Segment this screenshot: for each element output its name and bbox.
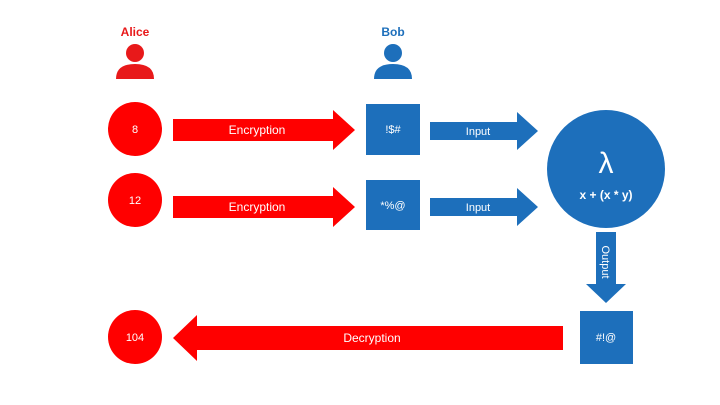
cipher-box-2 bbox=[366, 180, 420, 230]
bob-person-icon bbox=[374, 44, 412, 79]
decryption-label: Decryption bbox=[343, 331, 400, 345]
output-arrow bbox=[586, 232, 626, 303]
cipher-text-2: *%@ bbox=[380, 200, 405, 212]
alice-label: Alice bbox=[121, 25, 150, 39]
cipher-box-1 bbox=[366, 104, 420, 155]
input-label-1: Input bbox=[466, 126, 490, 138]
plain-value-circle-1 bbox=[108, 102, 162, 156]
decryption-arrow bbox=[173, 315, 563, 361]
function-circle bbox=[547, 110, 665, 228]
lambda-symbol: λ bbox=[599, 147, 614, 180]
plain-value-2: 12 bbox=[129, 195, 141, 207]
output-label: Output bbox=[599, 245, 611, 278]
cipher-text-1: !$# bbox=[385, 124, 401, 136]
plain-value-circle-2 bbox=[108, 173, 162, 227]
plain-value-1: 8 bbox=[132, 124, 138, 136]
encryption-arrow-2 bbox=[173, 187, 355, 227]
function-expression: x + (x * y) bbox=[579, 188, 632, 202]
result-circle bbox=[108, 310, 162, 364]
encryption-arrow-1 bbox=[173, 110, 355, 150]
bob-label: Bob bbox=[381, 25, 404, 39]
output-cipher-text: #!@ bbox=[596, 332, 616, 344]
result-value: 104 bbox=[126, 332, 144, 344]
input-label-2: Input bbox=[466, 202, 490, 214]
input-arrow-2 bbox=[430, 188, 538, 226]
input-arrow-1 bbox=[430, 112, 538, 150]
encryption-label-1: Encryption bbox=[229, 123, 286, 137]
output-cipher-box bbox=[580, 311, 633, 364]
alice-person-icon bbox=[116, 44, 154, 79]
encryption-label-2: Encryption bbox=[229, 200, 286, 214]
